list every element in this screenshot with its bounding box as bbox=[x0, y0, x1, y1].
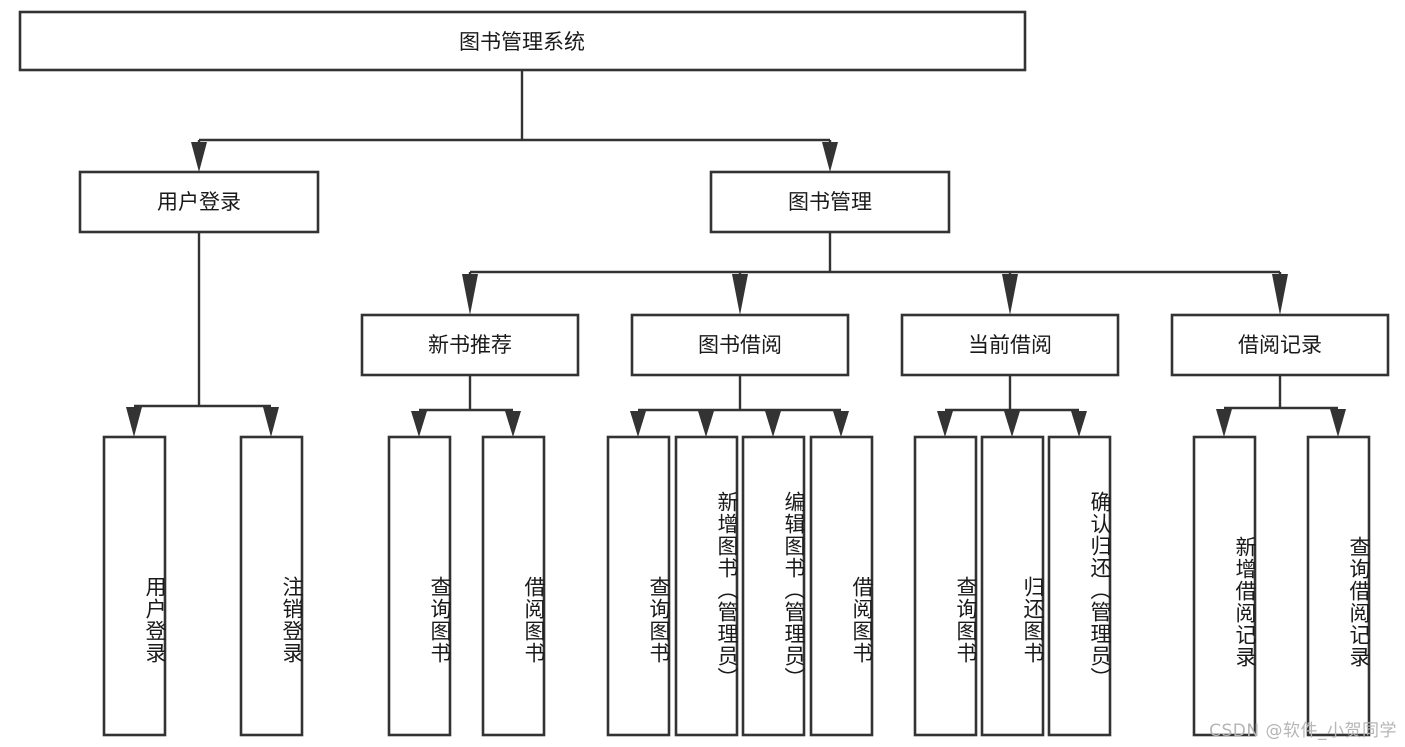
arrowhead-leaf-edit-book bbox=[765, 411, 781, 437]
connector-group-new-book-rec bbox=[411, 375, 521, 437]
node-borrow-record[interactable]: 借阅记录 bbox=[1170, 313, 1390, 377]
node-borrow-record-box[interactable] bbox=[1170, 313, 1390, 377]
arrowhead-leaf-borrow-book-1 bbox=[505, 411, 521, 437]
node-current-borrow-box[interactable] bbox=[900, 313, 1120, 377]
node-leaf-query-book-2-box[interactable] bbox=[606, 435, 671, 737]
connector-group-current-borrow bbox=[937, 375, 1087, 437]
connector-group-book-manage bbox=[462, 232, 1288, 315]
node-new-book-rec-label: 新书推荐 bbox=[428, 333, 512, 357]
arrowhead-leaf-user-login bbox=[126, 407, 142, 437]
arrowhead-leaf-return-book bbox=[1004, 411, 1020, 437]
arrowhead-leaf-add-book bbox=[698, 411, 714, 437]
node-book-manage-box[interactable] bbox=[709, 170, 951, 234]
node-leaf-add-book-box[interactable] bbox=[674, 435, 739, 737]
node-user-login-box[interactable] bbox=[78, 170, 320, 234]
arrowhead-current-borrow bbox=[1002, 274, 1018, 315]
arrowhead-book-borrow bbox=[732, 274, 748, 315]
arrowhead-leaf-add-record bbox=[1216, 409, 1232, 437]
node-leaf-confirm-return-box[interactable] bbox=[1047, 435, 1112, 737]
node-leaf-borrow-book-2-box[interactable] bbox=[809, 435, 874, 737]
node-new-book-rec[interactable]: 新书推荐 bbox=[360, 313, 580, 377]
node-leaf-user-login-box[interactable] bbox=[102, 435, 167, 737]
node-current-borrow[interactable]: 当前借阅 bbox=[900, 313, 1120, 377]
leaf-box-group bbox=[102, 435, 1371, 737]
node-root-box[interactable] bbox=[18, 10, 1027, 72]
node-book-manage-label: 图书管理 bbox=[788, 190, 872, 214]
node-book-borrow-label: 图书借阅 bbox=[698, 333, 782, 357]
csdn-watermark: CSDN @软件_小贺同学 bbox=[1209, 721, 1397, 741]
node-leaf-logout-login-box[interactable] bbox=[239, 435, 304, 737]
arrowhead-leaf-logout-login bbox=[263, 407, 279, 437]
node-user-login-label: 用户登录 bbox=[157, 190, 241, 214]
node-leaf-query-book-3-box[interactable] bbox=[913, 435, 978, 737]
node-new-book-rec-box[interactable] bbox=[360, 313, 580, 377]
arrowhead-leaf-query-book-1 bbox=[411, 411, 427, 437]
arrowhead-book-manage bbox=[822, 142, 838, 172]
node-current-borrow-label: 当前借阅 bbox=[968, 333, 1052, 357]
connector-group-user-login bbox=[126, 232, 279, 437]
node-user-login[interactable]: 用户登录 bbox=[78, 170, 320, 234]
node-leaf-query-record-box[interactable] bbox=[1306, 435, 1371, 737]
connector-group-book-borrow bbox=[630, 375, 849, 437]
node-book-manage[interactable]: 图书管理 bbox=[709, 170, 951, 234]
connector-group-borrow-record bbox=[1216, 375, 1346, 437]
node-leaf-add-record-box[interactable] bbox=[1192, 435, 1257, 737]
arrowhead-leaf-borrow-book-2 bbox=[833, 411, 849, 437]
arrowhead-leaf-query-record bbox=[1330, 409, 1346, 437]
arrowhead-leaf-query-book-3 bbox=[937, 411, 953, 437]
node-root-label: 图书管理系统 bbox=[459, 30, 585, 54]
node-leaf-return-book-box[interactable] bbox=[980, 435, 1045, 737]
node-book-borrow-box[interactable] bbox=[630, 313, 850, 377]
arrowhead-borrow-record bbox=[1272, 274, 1288, 315]
arrowhead-leaf-confirm-return bbox=[1071, 411, 1087, 437]
arrowhead-leaf-query-book-2 bbox=[630, 411, 646, 437]
arrowhead-new-book-rec bbox=[462, 274, 478, 315]
connector-group-root bbox=[191, 70, 838, 172]
node-leaf-edit-book-box[interactable] bbox=[741, 435, 806, 737]
node-borrow-record-label: 借阅记录 bbox=[1238, 333, 1322, 357]
node-leaf-query-book-1-box[interactable] bbox=[387, 435, 452, 737]
node-book-borrow[interactable]: 图书借阅 bbox=[630, 313, 850, 377]
node-root[interactable]: 图书管理系统 bbox=[18, 10, 1027, 72]
node-leaf-borrow-book-1-box[interactable] bbox=[481, 435, 546, 737]
arrowhead-user-login bbox=[191, 142, 207, 172]
